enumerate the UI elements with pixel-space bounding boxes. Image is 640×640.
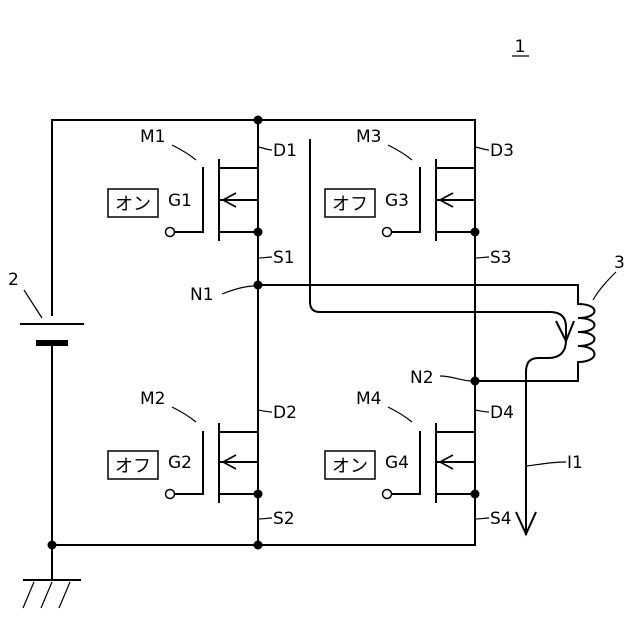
m4-name: M4: [356, 389, 381, 409]
junction-dots: [48, 116, 480, 550]
node-label-n1: N1: [190, 285, 214, 305]
m3-state: オフ: [332, 194, 368, 215]
figure-number: 1: [515, 37, 526, 57]
m3-gate: G3: [385, 191, 409, 211]
node-label-n2: N2: [410, 368, 434, 388]
coil: 3: [578, 253, 625, 362]
m1-gate: G1: [168, 191, 192, 211]
m2-state: オフ: [115, 456, 151, 477]
m2-source: S2: [273, 509, 295, 529]
m1-state: オン: [115, 194, 151, 215]
m2-drain: D2: [273, 403, 297, 423]
current-label: I1: [567, 453, 583, 473]
coil-label: 3: [614, 253, 625, 273]
m4-state: オン: [332, 456, 368, 477]
ground-symbol: [23, 582, 70, 608]
m1-source: S1: [273, 248, 295, 268]
m2-gate: G2: [168, 453, 192, 473]
m3-name: M3: [356, 127, 381, 147]
battery: 2: [8, 270, 84, 346]
m4-drain: D4: [490, 403, 514, 423]
m1-drain: D1: [273, 141, 297, 161]
m3-source: S3: [490, 248, 512, 268]
m1-name: M1: [140, 127, 165, 147]
m3-drain: D3: [490, 141, 514, 161]
battery-label: 2: [8, 270, 19, 290]
m4-source: S4: [490, 509, 512, 529]
m2-name: M2: [140, 389, 165, 409]
m4-gate: G4: [385, 453, 409, 473]
